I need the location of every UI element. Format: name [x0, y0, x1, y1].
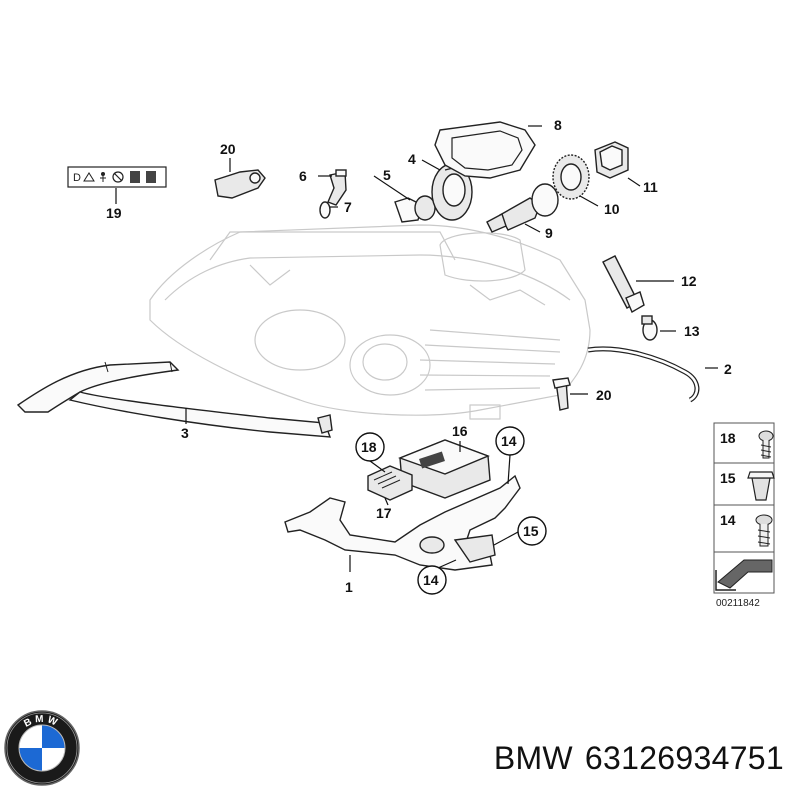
small-bulb-part-13 [641, 315, 658, 341]
callout-4: 4 [408, 151, 416, 167]
callout-3: 3 [181, 425, 189, 441]
callout-14a: 14 [501, 433, 517, 449]
socket-part-12 [602, 255, 645, 314]
callout-5: 5 [383, 167, 391, 183]
callout-8: 8 [554, 117, 562, 133]
callout-10: 10 [604, 201, 620, 217]
legend-number-14: 14 [720, 512, 736, 528]
callout-2: 2 [724, 361, 732, 377]
callout-circle-18 [355, 432, 385, 462]
frame-part-8 [434, 121, 536, 179]
callout-20b: 20 [596, 387, 612, 403]
clip-part-20-right [552, 377, 571, 411]
callout-15: 15 [523, 523, 539, 539]
callout-circle-15 [517, 516, 547, 546]
callout-14b: 14 [423, 572, 439, 588]
bulb-holder-part-6 [327, 169, 347, 206]
label-sticker-text: D [73, 172, 81, 184]
legend-number-18: 18 [720, 430, 736, 446]
callout-circle-14a [495, 426, 525, 456]
headlight-housing-outline [149, 224, 591, 420]
legend-number-15: 15 [720, 470, 736, 486]
callout-9: 9 [545, 225, 553, 241]
arrow-icon [715, 559, 773, 591]
small-bulb-part-7 [319, 201, 331, 219]
callout-6: 6 [299, 168, 307, 184]
seal-strip-part-2 [587, 346, 700, 403]
callout-18: 18 [361, 439, 377, 455]
callout-13: 13 [684, 323, 700, 339]
callout-11: 11 [643, 179, 658, 195]
callout-circle-14b [417, 565, 447, 595]
callout-1: 1 [345, 579, 353, 595]
warning-label-sticker: D [67, 166, 167, 188]
screw-icon [758, 430, 774, 459]
diagram-reference-number: 00211842 [716, 598, 760, 609]
bracket-part-1 [284, 474, 521, 571]
control-module-part-17 [367, 465, 413, 501]
xenon-bulb-part-9 [486, 183, 559, 233]
brand-name: BMW [493, 740, 573, 776]
connector-part-11 [594, 141, 629, 179]
bolt-icon [755, 514, 773, 547]
fastener-legend: 18 15 14 [713, 422, 775, 594]
callout-20a: 20 [220, 141, 236, 157]
callout-17: 17 [376, 505, 392, 521]
bmw-logo: BMW [4, 710, 80, 786]
gear-ring-part-10 [552, 154, 590, 200]
clip-nut-icon [747, 471, 775, 501]
part-number: 63126934751 [584, 740, 784, 776]
clip-part-20-top [214, 169, 266, 199]
callout-16: 16 [452, 423, 468, 439]
part-caption: BMW 63126934751 [494, 740, 784, 777]
callout-19: 19 [106, 205, 122, 221]
callout-12: 12 [681, 273, 697, 289]
ballast-unit-part-16 [398, 439, 491, 499]
logo-letters: BMW [22, 714, 61, 730]
halogen-bulb-part-5 [394, 195, 436, 223]
callout-7: 7 [344, 199, 352, 215]
trim-strip-part-3 [16, 361, 333, 438]
